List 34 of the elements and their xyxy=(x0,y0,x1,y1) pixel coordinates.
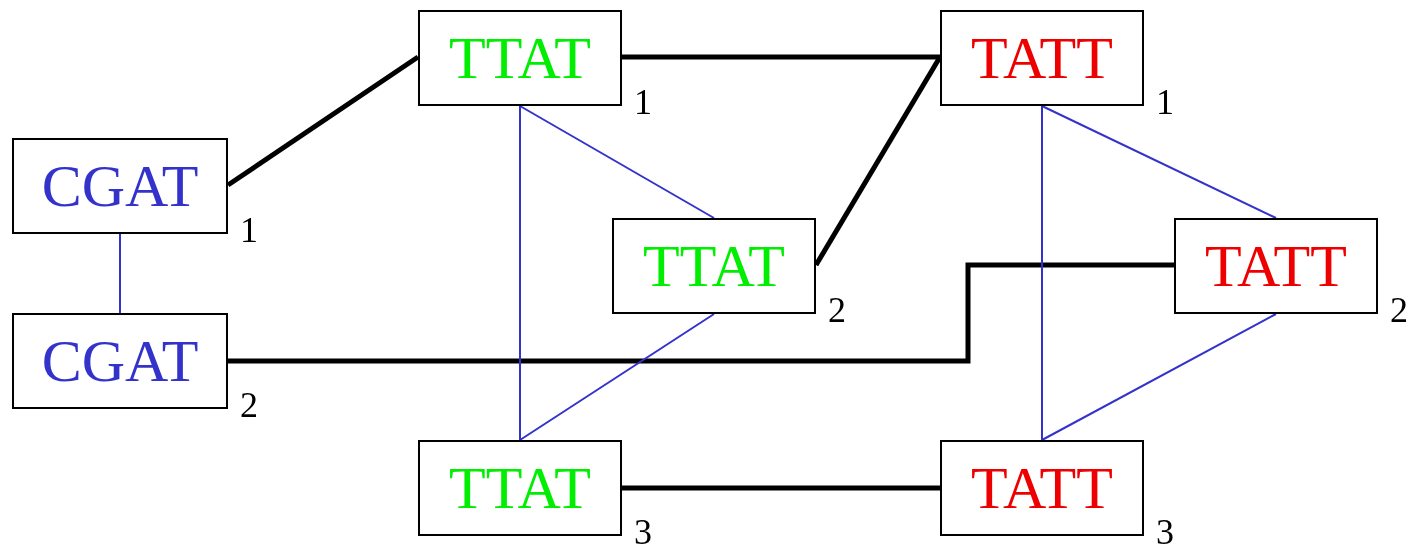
index-number: 3 xyxy=(634,514,652,550)
index-number: 1 xyxy=(240,212,258,248)
index-number: 2 xyxy=(1390,292,1408,328)
sequence-label: TTAT xyxy=(449,458,591,518)
sequence-label: TTAT xyxy=(449,28,591,88)
sequence-label: TATT xyxy=(1205,236,1347,296)
connector-line xyxy=(622,485,940,491)
connector-line xyxy=(519,105,715,219)
sequence-label: CGAT xyxy=(41,331,199,391)
sequence-box xyxy=(940,10,1144,106)
index-number: 2 xyxy=(828,292,846,328)
index-number: 2 xyxy=(240,387,258,423)
connector-line xyxy=(1041,105,1043,441)
sequence-label: TATT xyxy=(971,28,1113,88)
sequence-box xyxy=(12,138,228,234)
sequence-box xyxy=(418,10,622,106)
index-number: 1 xyxy=(634,84,652,120)
connector-line xyxy=(228,262,1174,364)
index-number: 3 xyxy=(1156,514,1174,550)
sequence-label: TATT xyxy=(971,458,1113,518)
index-number: 1 xyxy=(1156,84,1174,120)
sequence-label: CGAT xyxy=(41,156,199,216)
connector-line xyxy=(119,233,121,314)
connector-line xyxy=(519,313,715,441)
sequence-box xyxy=(1174,218,1378,314)
sequence-box xyxy=(940,440,1144,536)
sequence-box xyxy=(12,313,228,409)
sequence-box xyxy=(418,440,622,536)
sequence-box xyxy=(612,218,816,314)
connector-line xyxy=(1041,105,1277,219)
connector-line xyxy=(1041,313,1277,441)
connector-line xyxy=(622,54,940,60)
sequence-label: TTAT xyxy=(643,236,785,296)
connector-line xyxy=(519,105,521,441)
